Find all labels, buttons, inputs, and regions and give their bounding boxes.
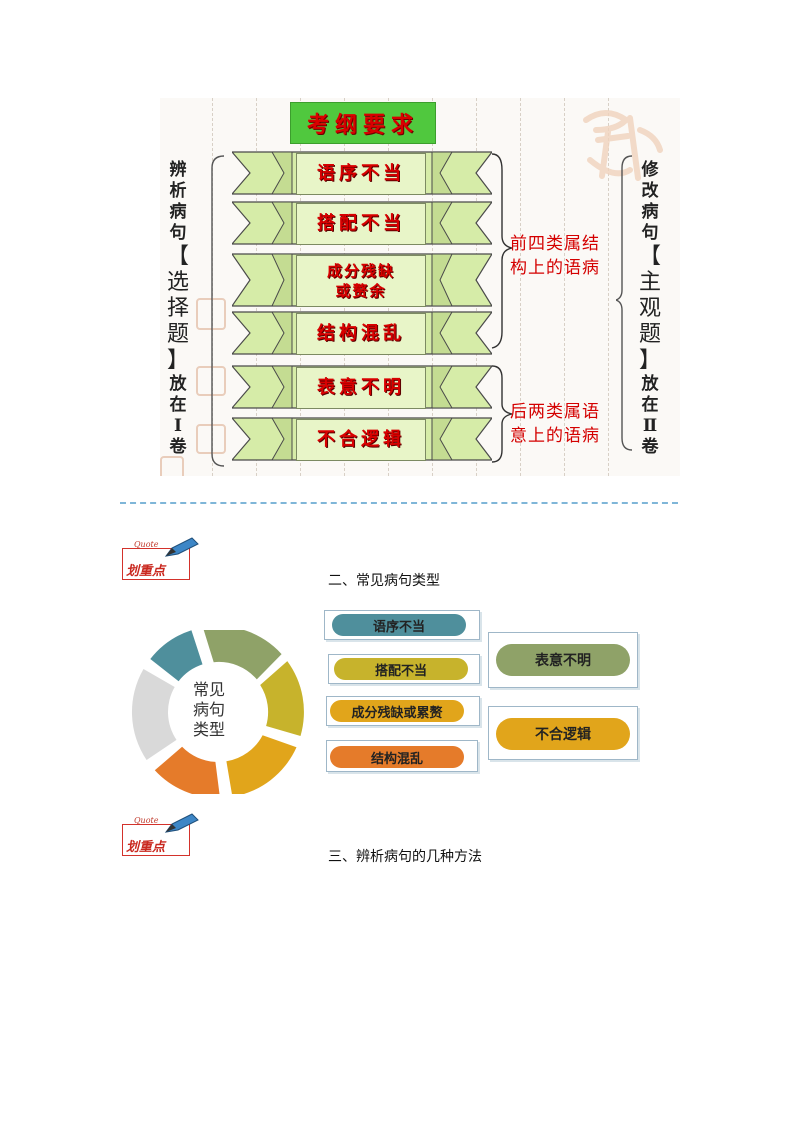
vertical-char: 观 (638, 296, 661, 321)
badge-label: 划重点 (126, 564, 166, 579)
sentence-error-types-donut (131, 630, 304, 794)
right-vertical-title: 修 改 病 句 【 主 观 题 】 放 在 Ⅱ 卷 (638, 160, 662, 458)
pen-icon (164, 813, 199, 833)
left-bracket (211, 155, 225, 467)
vertical-char: 放 (641, 374, 659, 394)
ribbon-label: 不合逻辑 (296, 419, 426, 461)
ribbon-label: 搭配不当 (296, 203, 426, 245)
donut-center-line: 类型 (192, 720, 225, 739)
donut-segment (131, 669, 177, 760)
semantic-errors-note: 后两类属语 意上的语病 (510, 400, 600, 448)
decorative-stamp (196, 298, 226, 330)
section-three-title: 三、辨析病句的几种方法 (328, 848, 482, 864)
grid-line (608, 98, 609, 476)
ribbon-missing-or-redundant: 成分残缺 或赘余 (232, 252, 492, 308)
badge-quote-word: Quote (134, 540, 159, 549)
key-point-badge: Quote 划重点 (120, 536, 202, 586)
vertical-char: 题 (638, 322, 661, 347)
donut-center-line: 病句 (192, 700, 225, 719)
grid-line (520, 98, 521, 476)
donut-center-label: 常见 病句 类型 (176, 680, 242, 740)
decorative-stamp (160, 456, 184, 476)
section-two-title: 二、常见病句类型 (328, 572, 440, 588)
vertical-char: 【 (166, 244, 189, 269)
key-point-badge: Quote 划重点 (120, 812, 202, 862)
vertical-char: 】 (638, 348, 661, 373)
badge-quote-word: Quote (134, 816, 159, 825)
donut-center-line: 常见 (192, 680, 225, 699)
decorative-stamp (196, 424, 226, 454)
pill-missing-or-redundant: 成分残缺或累赘 (330, 700, 464, 722)
vertical-char: 析 (169, 181, 187, 201)
right-bracket (616, 155, 633, 451)
note-line: 前四类属结 (510, 234, 600, 254)
ribbon-label: 成分残缺 或赘余 (296, 255, 426, 307)
dashed-separator (120, 502, 678, 504)
ribbon-label: 语序不当 (296, 153, 426, 195)
exam-requirements-header: 考纲要求 (290, 102, 436, 144)
structural-errors-note: 前四类属结 构上的语病 (510, 232, 600, 280)
structure-brace (491, 153, 513, 463)
donut-segment (260, 661, 304, 736)
vertical-char: 】 (166, 348, 189, 373)
pill-word-order: 语序不当 (332, 614, 466, 636)
vertical-char: 病 (641, 202, 659, 222)
vertical-char: 修 (641, 160, 659, 180)
ribbon-label: 表意不明 (296, 367, 426, 409)
vertical-char: 改 (641, 181, 659, 201)
decorative-stamp (196, 366, 226, 396)
vertical-char: 【 (638, 244, 661, 269)
vertical-char: 卷 (169, 437, 187, 457)
vertical-char: 句 (641, 223, 659, 243)
pill-unclear-meaning: 表意不明 (496, 644, 630, 676)
ribbon-collocation: 搭配不当 (232, 200, 492, 246)
vertical-char: 选 (166, 270, 189, 295)
donut-segment (203, 630, 282, 680)
vertical-char: 辨 (169, 160, 187, 180)
donut-segment (154, 746, 220, 794)
ribbon-word-order: 语序不当 (232, 150, 492, 196)
vertical-char: 卷 (641, 437, 659, 457)
vertical-char: 主 (638, 270, 661, 295)
ribbon-unclear-meaning: 表意不明 (232, 364, 492, 410)
note-line: 意上的语病 (510, 426, 600, 446)
donut-segment (150, 630, 203, 682)
vertical-char: 句 (169, 223, 187, 243)
ribbon-label-line: 成分残缺 (326, 262, 395, 280)
badge-label: 划重点 (126, 840, 166, 855)
vertical-char: 病 (169, 202, 187, 222)
note-line: 构上的语病 (510, 258, 600, 278)
ribbon-label-line: 或赘余 (335, 282, 387, 300)
vertical-char: 放 (169, 374, 187, 394)
vertical-char: 择 (166, 296, 189, 321)
note-line: 后两类属语 (510, 402, 600, 422)
donut-segment (226, 735, 297, 794)
ribbon-illogical: 不合逻辑 (232, 416, 492, 462)
pill-illogical: 不合逻辑 (496, 718, 630, 750)
ribbon-label: 结构混乱 (296, 313, 426, 355)
decorative-seal (578, 100, 668, 200)
pen-icon (164, 537, 199, 557)
vertical-char: 在 (169, 395, 187, 415)
vertical-char: 在 (641, 395, 659, 415)
pill-structure: 结构混乱 (330, 746, 464, 768)
grid-line (564, 98, 565, 476)
vertical-char: Ⅱ (642, 416, 658, 436)
ribbon-structure: 结构混乱 (232, 310, 492, 356)
left-vertical-title: 辨 析 病 句 【 选 择 题 】 放 在 Ⅰ 卷 (166, 160, 190, 458)
pill-collocation: 搭配不当 (334, 658, 468, 680)
exam-requirements-diagram: 考纲要求 语序不当 搭配不当 成分残缺 或赘余 (160, 98, 680, 476)
vertical-char: Ⅰ (174, 416, 182, 436)
vertical-char: 题 (166, 322, 189, 347)
